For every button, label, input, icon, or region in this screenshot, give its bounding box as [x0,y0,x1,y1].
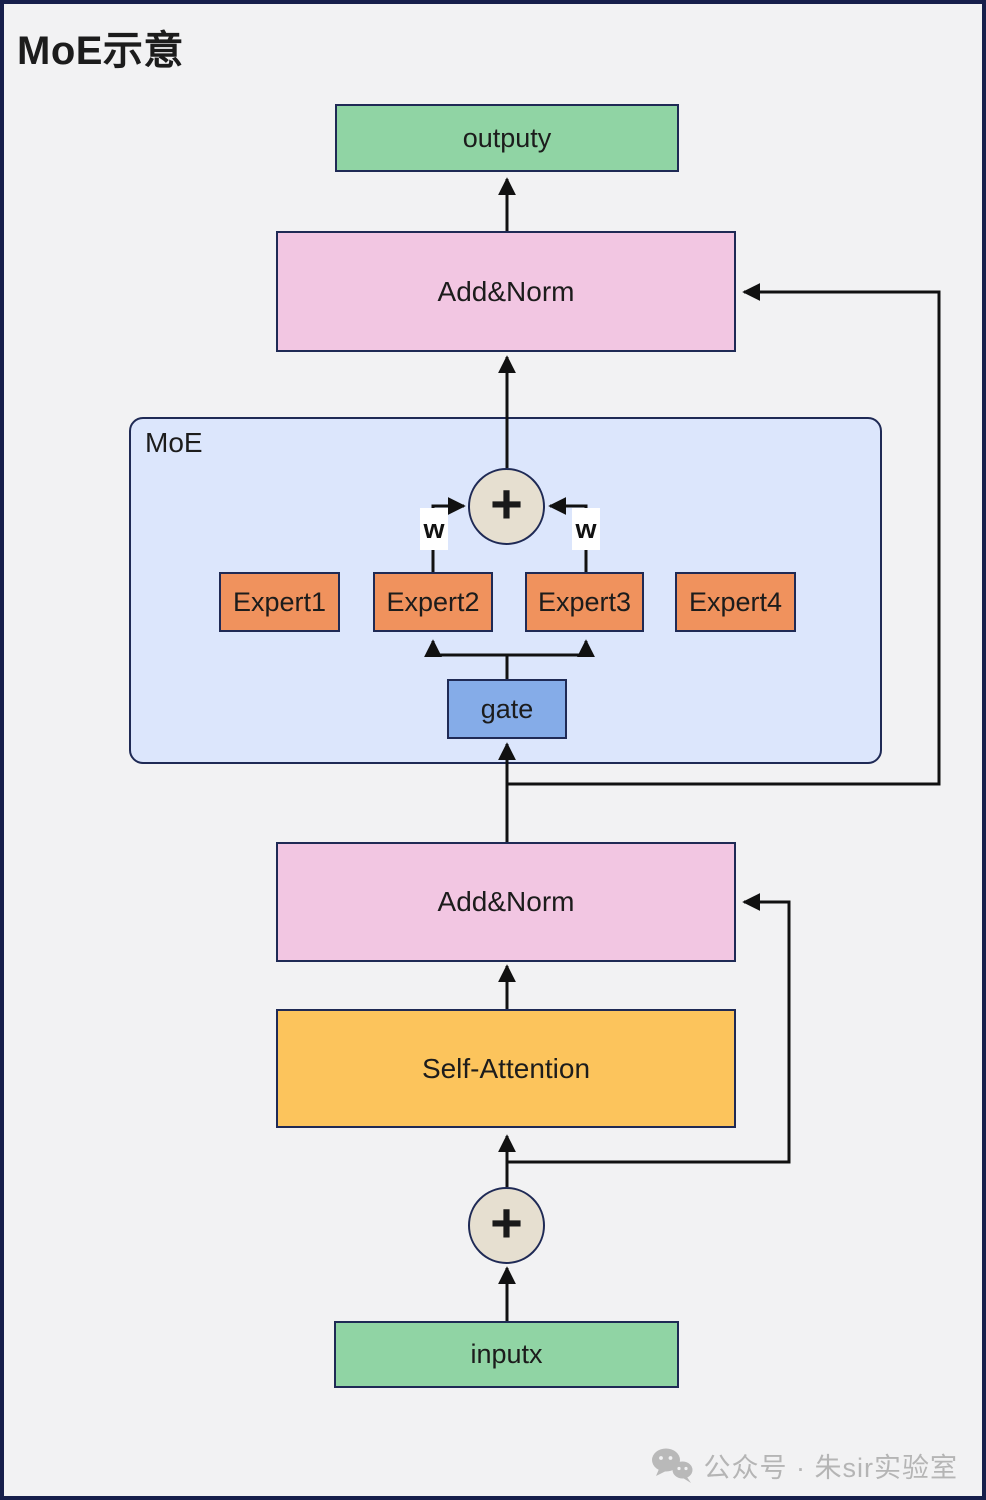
node-add-norm-bottom: Add&Norm [276,842,736,962]
node-self-attention-label: Self-Attention [421,1052,591,1084]
weight-label-right: w [572,508,600,550]
node-input-label: inputx [470,1339,543,1369]
sum-node-input: + [468,1187,545,1264]
weight-label-left: w [420,508,448,550]
connector-expert2-to-sum [431,497,466,572]
node-add-norm-bottom-label: Add&Norm [437,886,575,917]
node-expert1-label: Expert1 [232,586,327,617]
plus-icon: + [490,472,523,535]
watermark-text: 公众号 · 朱sir实验室 [703,1453,958,1483]
page-title: MoE示意 [17,29,184,73]
connector-expert3-to-sum [548,497,588,572]
connector-residual-around-selfattn [507,893,791,1164]
node-expert3-label: Expert3 [537,586,632,617]
weight-label-left-text: w [423,513,445,544]
node-expert4-label: Expert4 [688,586,783,617]
node-output-label: outputy [462,122,552,153]
moe-group-label: MoE [145,427,203,458]
node-expert3: Expert3 [525,572,644,632]
node-expert2-label: Expert2 [386,586,480,617]
weight-label-right-text: w [575,513,597,544]
watermark: 公众号 · 朱sir实验室 [650,1446,958,1485]
node-add-norm-top: Add&Norm [276,231,736,352]
plus-icon: + [490,1191,523,1254]
connector-layer [424,177,941,1321]
node-add-norm-top-label: Add&Norm [437,275,575,307]
node-expert1: Expert1 [219,572,340,632]
node-expert2: Expert2 [373,572,493,632]
node-self-attention: Self-Attention [276,1009,736,1128]
node-gate-label: gate [480,693,534,724]
sum-node-moe: + [468,468,545,545]
wechat-icon [651,1448,693,1483]
node-gate: gate [447,679,567,739]
node-input: inputx [334,1321,679,1388]
node-expert4: Expert4 [675,572,796,632]
node-output: outputy [335,104,679,172]
connector-residual-around-moe [507,283,941,786]
